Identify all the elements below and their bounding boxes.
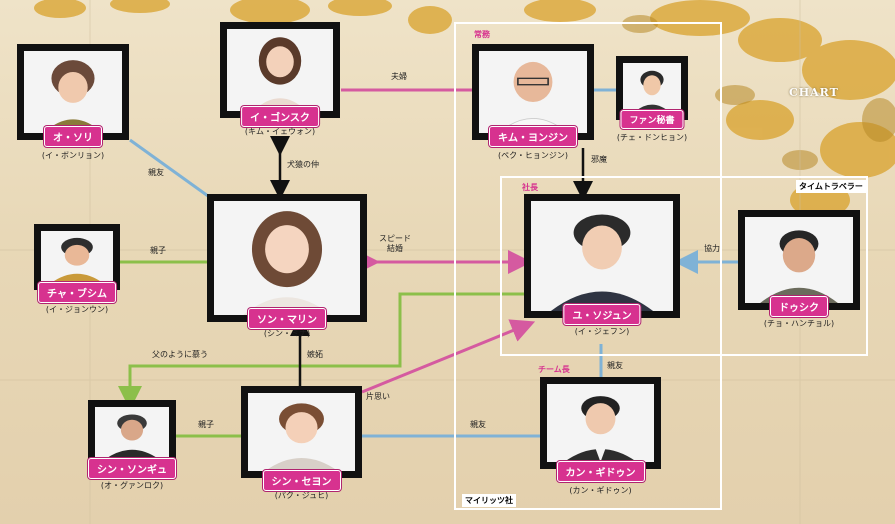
actor-name: (パク・ジュヒ) [274, 491, 329, 500]
rel-dog-monkey: 犬猿の仲 [287, 160, 319, 169]
portrait-frame [540, 377, 661, 469]
role-president: 社長 [522, 183, 538, 192]
character-son-marin[interactable]: ソン・マリン (シン・ミナ) [207, 194, 367, 338]
time-traveler-frame [500, 176, 868, 356]
portrait-frame [34, 224, 120, 290]
actor-name: (キム・イェウォン) [244, 127, 316, 136]
portrait-frame [241, 386, 362, 478]
name-tag: シン・ソンギュ [88, 458, 176, 479]
company-label: マイリッツ社 [462, 494, 516, 507]
name-tag: ソン・マリン [248, 308, 326, 329]
rel-like-father: 父のように慕う [152, 350, 208, 359]
character-fan[interactable]: ファン秘書 (チェ・ドンヒョン) [616, 56, 688, 142]
portrait-photo [248, 393, 355, 471]
actor-name: (イ・ジェフン) [574, 327, 630, 336]
character-kang-gidon[interactable]: カン・ギドゥン (カン・ギドゥン) [540, 377, 661, 495]
portrait-frame [17, 44, 129, 140]
actor-name: (オ・グァンロク) [100, 481, 164, 490]
portrait-photo [227, 29, 333, 111]
portrait-photo [745, 217, 853, 303]
character-o-sori[interactable]: オ・ソリ (イ・ボンリョン) [17, 44, 129, 160]
name-tag: ファン秘書 [620, 110, 684, 129]
link-osori-marin [129, 138, 209, 198]
portrait-frame [207, 194, 367, 322]
portrait-photo [24, 51, 122, 133]
name-tag: カン・ギドゥン [556, 461, 645, 482]
time-traveler-label: タイムトラベラー [796, 180, 866, 193]
portrait-photo [41, 231, 113, 283]
portrait-photo [95, 407, 169, 459]
rel-jealous: 嫉妬 [307, 350, 323, 359]
actor-name: (イ・ボンリョン) [41, 151, 105, 160]
role-team-leader: チーム長 [538, 365, 570, 374]
rel-couple: 夫婦 [391, 72, 407, 81]
rel-friend-yu: 親友 [607, 361, 623, 370]
portrait-frame [738, 210, 860, 310]
actor-name: (シン・ミナ) [263, 329, 311, 338]
rel-one-sided: 片思い [366, 392, 390, 401]
portrait-photo [479, 51, 587, 133]
actor-name: (チェ・ドンヒョン) [616, 133, 688, 142]
rel-friend-kang: 親友 [470, 420, 486, 429]
name-tag: ドゥシク [770, 296, 828, 317]
role-executive: 常務 [474, 30, 490, 39]
character-yu-sojun[interactable]: ユ・ソジュン (イ・ジェフン) [524, 194, 680, 336]
character-kim-yongjin[interactable]: キム・ヨンジン (ペク・ヒョンジン) [472, 44, 594, 160]
company-frame [454, 22, 722, 510]
actor-name: (イ・ジョンウン) [45, 305, 109, 314]
rel-speed-line1: スピード [379, 234, 411, 243]
character-shin-songyu[interactable]: シン・ソンギュ (オ・グァンロク) [88, 400, 176, 490]
portrait-photo [547, 384, 654, 462]
name-tag: キム・ヨンジン [489, 126, 577, 147]
rel-parent-songyu: 親子 [198, 420, 214, 429]
name-tag: シン・セヨン [262, 470, 341, 491]
link-yu-songyu [118, 292, 524, 410]
name-tag: ユ・ソジュン [563, 304, 641, 325]
portrait-photo [531, 201, 673, 311]
character-shin-seyon[interactable]: シン・セヨン (パク・ジュヒ) [241, 386, 362, 500]
rel-cooperate: 協力 [704, 244, 720, 253]
character-dosik[interactable]: ドゥシク (チョ・ハンチョル) [738, 210, 860, 328]
portrait-frame [616, 56, 688, 120]
name-tag: オ・ソリ [44, 126, 102, 147]
actor-name: (ペク・ヒョンジン) [497, 151, 569, 160]
actor-name: (チョ・ハンチョル) [763, 319, 835, 328]
portrait-photo [214, 201, 360, 315]
character-i-gonsuku[interactable]: イ・ゴンスク (キム・イェウォン) [220, 22, 340, 136]
rel-evil: 邪魔 [591, 155, 607, 164]
rel-speed: スピード 結婚 [379, 234, 411, 254]
portrait-frame [524, 194, 680, 318]
character-cha-busim[interactable]: チャ・ブシム (イ・ジョンウン) [34, 224, 120, 314]
rel-friend-osori: 親友 [148, 168, 164, 177]
actor-name: (カン・ギドゥン) [569, 486, 632, 495]
portrait-frame [88, 400, 176, 466]
rel-parent-cha: 親子 [150, 246, 166, 255]
portrait-frame [472, 44, 594, 140]
portrait-frame [220, 22, 340, 118]
rel-speed-line2: 結婚 [387, 244, 403, 253]
chart-logo: CHART [789, 86, 839, 99]
link-seyon-yu [361, 319, 536, 394]
name-tag: イ・ゴンスク [241, 106, 319, 127]
portrait-photo [623, 63, 681, 113]
name-tag: チャ・ブシム [38, 282, 116, 303]
